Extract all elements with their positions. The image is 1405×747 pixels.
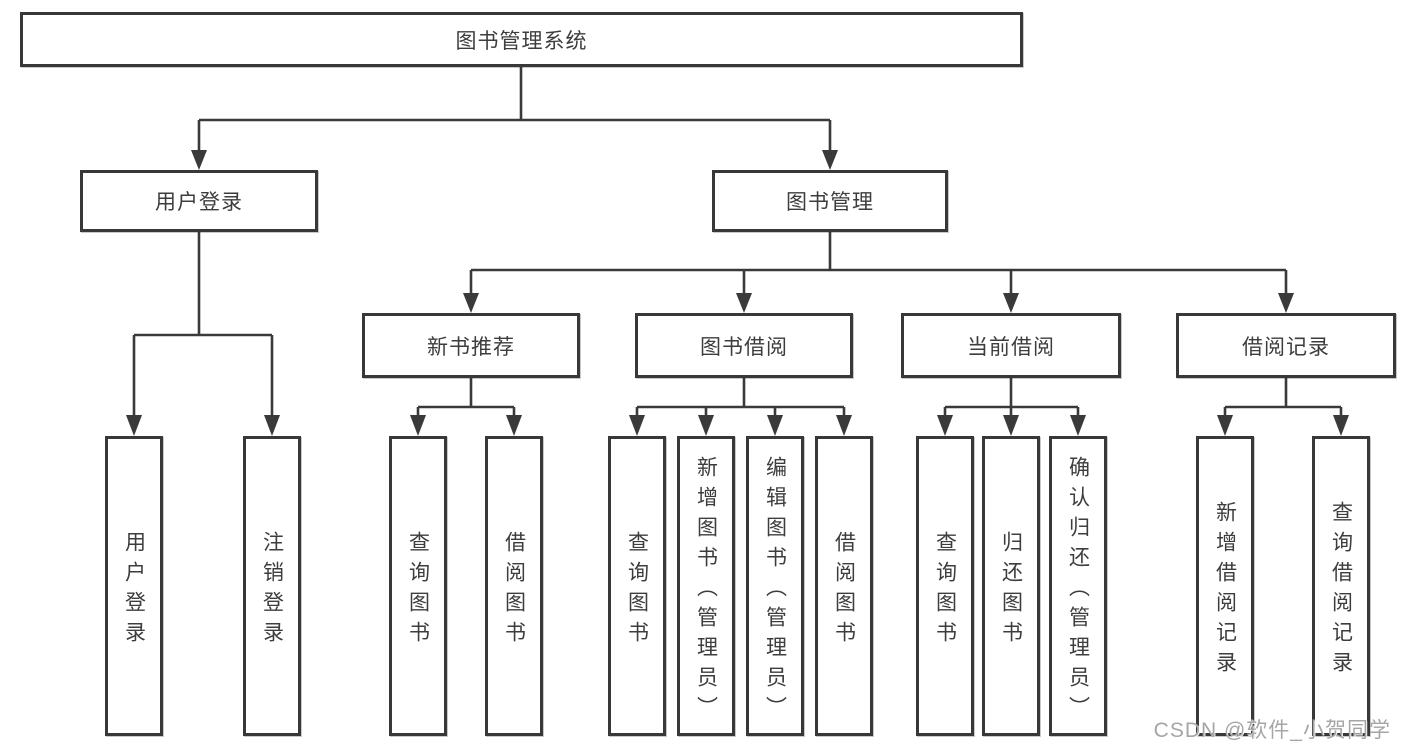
node-current-borrow: 当前借阅 — [901, 313, 1121, 378]
csdn-watermark: CSDN @软件_小贺同学 — [1153, 719, 1391, 742]
leaf-query-borrow-record: 查询借阅记录 — [1312, 436, 1370, 736]
leaf-query-books-1-label: 查询图书 — [406, 530, 430, 651]
leaf-logout: 注销登录 — [243, 436, 301, 736]
leaf-user-login-label: 用户登录 — [122, 530, 146, 651]
leaf-query-books-2-label: 查询图书 — [625, 530, 649, 651]
leaf-logout-label: 注销登录 — [260, 530, 284, 651]
leaf-confirm-return-admin: 确认归还（管理员） — [1049, 436, 1107, 736]
leaf-borrow-books-2-label: 借阅图书 — [832, 530, 856, 651]
leaf-add-borrow-record: 新增借阅记录 — [1196, 436, 1254, 736]
leaf-add-books-admin-label: 新增图书（管理员） — [694, 455, 718, 726]
leaf-add-books-admin: 新增图书（管理员） — [677, 436, 735, 736]
leaf-edit-books-admin-label: 编辑图书（管理员） — [763, 455, 787, 726]
node-borrow-records: 借阅记录 — [1176, 313, 1396, 378]
leaf-borrow-books-1-label: 借阅图书 — [502, 530, 526, 651]
leaf-edit-books-admin: 编辑图书（管理员） — [746, 436, 804, 736]
node-user-login: 用户登录 — [80, 170, 318, 232]
leaf-query-books-1: 查询图书 — [389, 436, 447, 736]
leaf-borrow-books-2: 借阅图书 — [815, 436, 873, 736]
node-root-system: 图书管理系统 — [20, 12, 1023, 67]
node-book-borrow: 图书借阅 — [635, 313, 853, 378]
leaf-confirm-return-admin-label: 确认归还（管理员） — [1066, 455, 1090, 726]
leaf-query-books-3: 查询图书 — [916, 436, 974, 736]
leaf-user-login: 用户登录 — [105, 436, 163, 736]
leaf-query-books-3-label: 查询图书 — [933, 530, 957, 651]
node-new-book-recommend: 新书推荐 — [362, 313, 580, 378]
leaf-query-borrow-record-label: 查询借阅记录 — [1329, 500, 1353, 681]
leaf-return-books-label: 归还图书 — [999, 530, 1023, 651]
leaf-add-borrow-record-label: 新增借阅记录 — [1213, 500, 1237, 681]
leaf-return-books: 归还图书 — [982, 436, 1040, 736]
node-book-management: 图书管理 — [712, 170, 948, 232]
leaf-borrow-books-1: 借阅图书 — [485, 436, 543, 736]
leaf-query-books-2: 查询图书 — [608, 436, 666, 736]
